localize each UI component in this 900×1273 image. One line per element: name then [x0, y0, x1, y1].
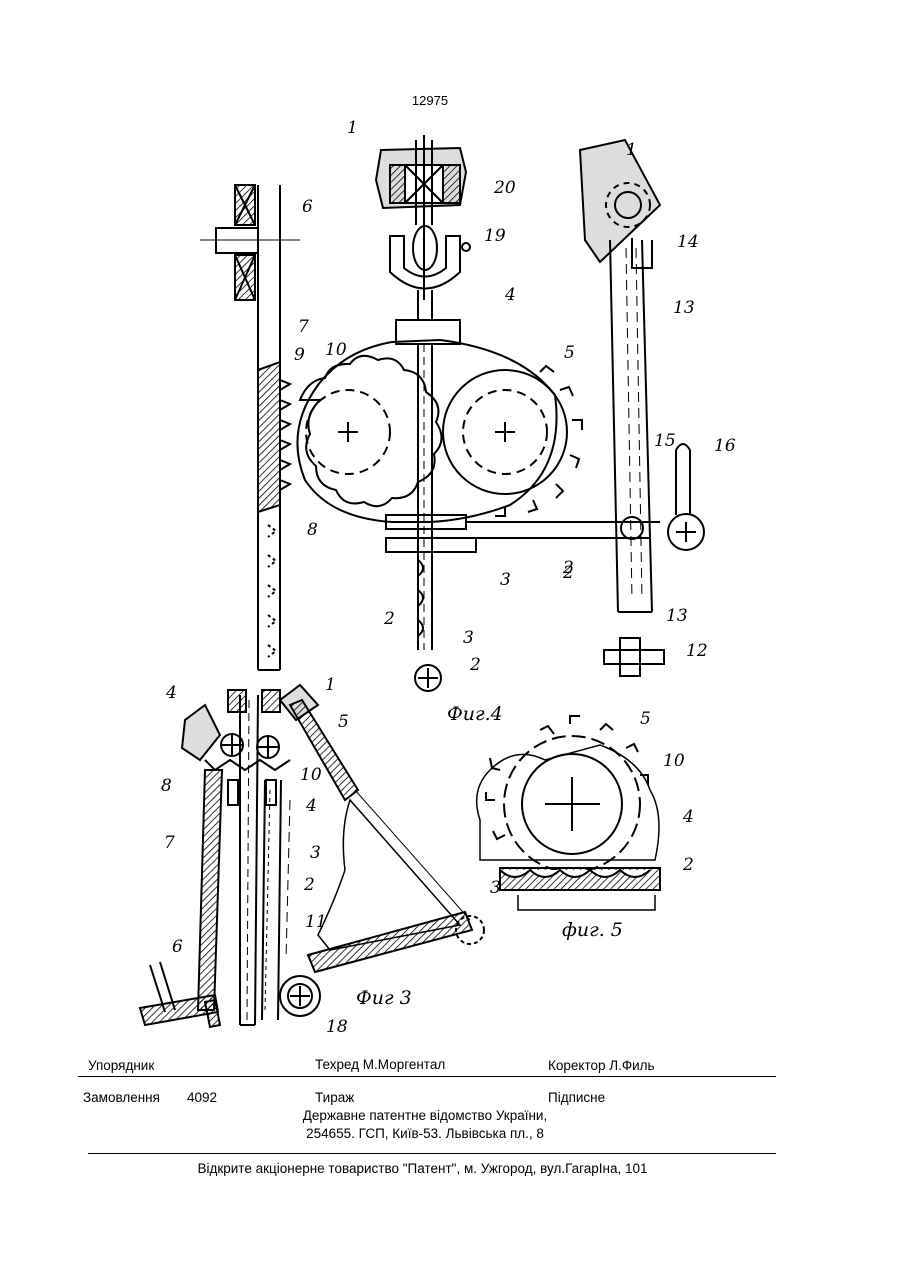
- footer-divider-bottom: [88, 1153, 776, 1154]
- fig4-label: 2: [469, 655, 481, 675]
- fig5-labels: 5 10 4 2 3 фиг. 5: [490, 709, 694, 941]
- fig4-label: 19: [484, 226, 506, 246]
- fig3-label: 2: [303, 875, 315, 895]
- tech-editor-label: Техред М.Моргентал: [315, 1057, 445, 1072]
- fig5-caption: фиг. 5: [562, 919, 623, 941]
- fig4-lever: [580, 140, 704, 676]
- compiler-label: Упорядник: [88, 1058, 154, 1073]
- fig4-label: 14: [677, 232, 699, 252]
- footer-divider-top: [78, 1076, 776, 1077]
- fig4-label: 9: [294, 345, 305, 365]
- fig4-label: 3: [463, 628, 474, 648]
- fig5-label: 3: [490, 878, 501, 898]
- fig5-label: 5: [640, 709, 651, 729]
- fig4-label: 12: [686, 641, 708, 661]
- fig3-label: 8: [161, 776, 172, 796]
- fig3-label: 7: [164, 833, 175, 853]
- order-label: Замовлення: [83, 1090, 160, 1105]
- fig3-label: 4: [165, 683, 177, 703]
- fig4-label: 13: [666, 606, 688, 626]
- fig4-label: 7: [298, 317, 309, 337]
- fig4-label: 13: [673, 298, 695, 318]
- patent-office-line2: 254655. ГСП, Київ-53. Львівська пл., 8: [0, 1126, 850, 1141]
- proofreader-label: Коректор Л.Филь: [548, 1058, 655, 1073]
- fig4-label: 5: [564, 343, 575, 363]
- fig4-caption: Фиг.4: [447, 703, 503, 725]
- fig4-rack: [200, 185, 300, 670]
- fig4-label: 16: [714, 436, 736, 456]
- fig4-label: 10: [325, 340, 347, 360]
- fig4-label: 3: [500, 570, 511, 590]
- circulation-label: Тираж: [315, 1090, 354, 1105]
- fig3-caption: Фиг 3: [356, 987, 412, 1009]
- fig3-label: 5: [338, 712, 349, 732]
- fig5-mechanism: [477, 716, 660, 910]
- fig4-label: 6: [302, 197, 313, 217]
- patent-drawing: 1 20 6 19 4 7 9 10 5 8 3 2 2 3 2 1 14 13…: [0, 0, 900, 1050]
- fig3-label: 3: [310, 843, 321, 863]
- fig4-label: 4: [504, 285, 516, 305]
- fig3-label: 18: [326, 1017, 348, 1037]
- fig5-label: 2: [682, 855, 694, 875]
- fig3-label: 6: [172, 937, 183, 957]
- fig3-label: 10: [300, 765, 322, 785]
- publisher-line: Відкрите акціонерне товариство "Патент",…: [0, 1161, 845, 1176]
- fig4-label: 1: [626, 140, 637, 160]
- fig4-label: 20: [493, 178, 516, 198]
- fig4-label: 8: [307, 520, 318, 540]
- fig3-label: 1: [325, 675, 336, 695]
- fig3-label: 4: [305, 796, 317, 816]
- fig4-label: 15: [654, 431, 676, 451]
- patent-office-line1: Державне патентне відомство України,: [0, 1108, 850, 1123]
- fig4-labels: 1 20 6 19 4 7 9 10 5 8 3 2 2 3 2 1 14 13…: [294, 118, 736, 725]
- fig5-label: 4: [682, 807, 694, 827]
- fig5-label: 10: [663, 751, 685, 771]
- fig4-label: 2: [383, 609, 395, 629]
- fig4-label: 2: [562, 563, 574, 583]
- fig3-label: 11: [305, 912, 327, 932]
- fig4-label: 1: [347, 118, 358, 138]
- subscription-label: Підписне: [548, 1090, 605, 1105]
- order-number: 4092: [187, 1090, 217, 1105]
